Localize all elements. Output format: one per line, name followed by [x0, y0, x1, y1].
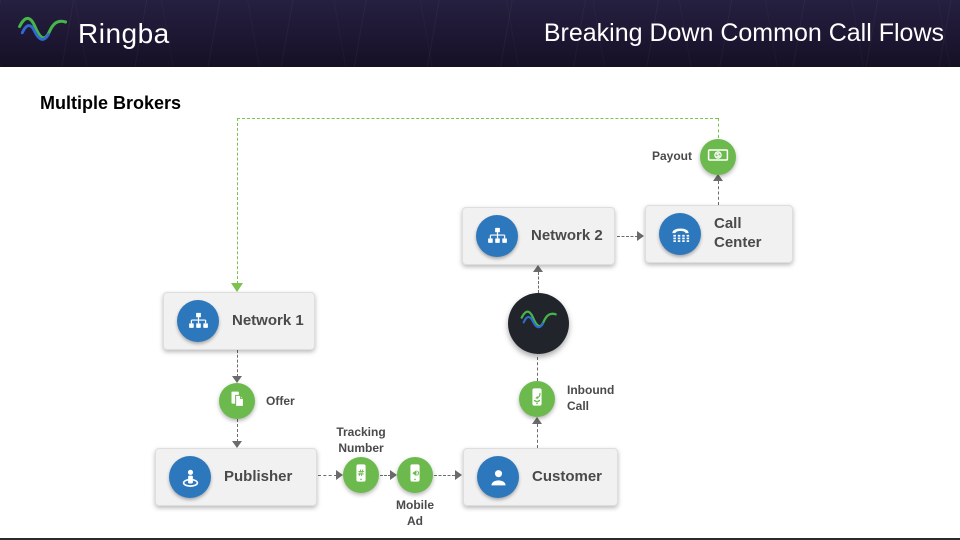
connector-publisher-tracking	[318, 475, 337, 476]
arrowhead-right-customer	[455, 470, 462, 480]
section-subtitle: Multiple Brokers	[40, 93, 182, 113]
arrowhead-up-inbound	[532, 417, 542, 424]
node-customer: Customer	[463, 448, 618, 506]
connector-hub-network2	[538, 272, 539, 293]
badge-inbound-call	[519, 381, 555, 417]
node-call-center: Call Center	[645, 205, 793, 263]
connector-green-horizontal	[237, 118, 718, 119]
badge-label-tracking-number: Tracking Number	[336, 425, 386, 455]
ringba-hub	[508, 293, 569, 354]
node-network1: Network 1	[163, 292, 315, 350]
badge-offer	[219, 383, 255, 419]
documents-icon	[226, 388, 248, 415]
network-icon	[476, 215, 518, 257]
connector-green-left-vertical	[237, 118, 238, 284]
brand-name: Ringba	[78, 17, 170, 49]
connector-inbound-hub	[537, 357, 538, 381]
connector-network2-callcenter	[617, 236, 638, 237]
node-network2: Network 2	[462, 207, 615, 265]
badge-label-mobile-ad: Mobile Ad	[396, 498, 434, 528]
connector-customer-inbound	[537, 424, 538, 448]
node-label: Network 2	[531, 226, 603, 244]
badge-label-offer: Offer	[266, 394, 295, 408]
node-label: Publisher	[224, 467, 293, 485]
slide-title: Breaking Down Common Call Flows	[543, 19, 944, 47]
customer-person-icon	[477, 456, 519, 498]
arrowhead-right-callcenter	[637, 231, 644, 241]
header: Ringba Breaking Down Common Call Flows	[0, 0, 960, 67]
desk-phone-icon	[659, 213, 701, 255]
badge-mobile-ad	[397, 457, 433, 493]
connector-green-right-vertical	[718, 118, 719, 138]
arrowhead-up-network2	[533, 265, 543, 272]
network-icon	[177, 300, 219, 342]
arrowhead-right-tracking	[336, 470, 343, 480]
phone-inbound-icon	[526, 386, 548, 413]
badge-payout: $	[700, 139, 736, 175]
connector-offer-publisher	[237, 419, 238, 442]
phone-megaphone-icon	[404, 462, 426, 489]
connector-mobilead-customer	[434, 475, 455, 476]
arrowhead-up-payout	[713, 174, 723, 181]
brand: Ringba	[16, 10, 170, 57]
connector-network1-offer	[237, 350, 238, 377]
node-label: Call Center	[714, 215, 762, 251]
arrowhead-green-down-network1	[231, 283, 243, 292]
node-label: Network 1	[232, 311, 304, 329]
badge-label-inbound-call: Inbound Call	[567, 383, 615, 413]
arrowhead-right-mobilead	[390, 470, 397, 480]
publisher-person-icon	[169, 456, 211, 498]
badge-label-payout: Payout	[651, 149, 692, 163]
arrowhead-down-offer	[232, 376, 242, 383]
connector-tracking-mobilead	[380, 475, 391, 476]
badge-tracking-number: #	[343, 457, 379, 493]
svg-text:#: #	[357, 468, 364, 478]
phone-hash-icon: #	[350, 462, 372, 489]
ringba-wave-icon	[519, 306, 559, 341]
money-bill-icon: $	[706, 143, 730, 172]
svg-text:$: $	[716, 151, 721, 159]
ringba-wave-icon	[16, 10, 70, 57]
bottom-border	[0, 538, 960, 540]
connector-callcenter-payout	[718, 181, 719, 205]
arrowhead-down-publisher	[232, 441, 242, 448]
node-label: Customer	[532, 467, 603, 485]
node-publisher: Publisher	[155, 448, 317, 506]
